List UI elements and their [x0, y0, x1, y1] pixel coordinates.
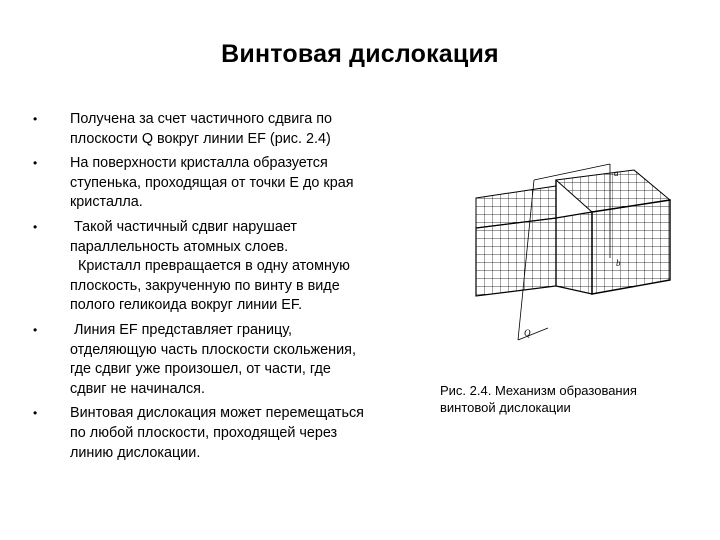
bullet-item: • Такой частичный сдвиг нарушает паралле…: [28, 218, 408, 316]
bullet-line: где сдвиг уже произошел, от части, где: [70, 361, 331, 378]
bullet-list: • Получена за счет частичного сдвига по …: [28, 110, 408, 468]
bullet-line: плоскость, закрученную по винту в виде: [70, 277, 340, 294]
caption-line: Рис. 2.4. Механизм образования: [440, 383, 637, 398]
bullet-line: кристалла.: [70, 194, 143, 211]
bullet-line: по любой плоскости, проходящей через: [70, 424, 338, 441]
bullet-item: • Получена за счет частичного сдвига по …: [28, 110, 408, 149]
bullet-line: Линия EF представляет границу,: [70, 321, 293, 338]
bullet-icon: •: [33, 156, 38, 171]
bullet-item: • Винтовая дислокация может перемещаться…: [28, 404, 408, 463]
crystal-left-front: [475, 217, 557, 297]
bullet-line: сдвиг не начинался.: [70, 380, 205, 397]
bullet-line: полого геликоида вокруг линии EF.: [70, 297, 303, 314]
label-b: b: [616, 258, 621, 268]
slide-title: Винтовая дислокация: [221, 40, 499, 68]
label-a: a: [614, 168, 619, 178]
bullet-line: параллельность атомных слоев.: [70, 238, 289, 255]
label-q: Q: [524, 328, 531, 338]
bullet-line: плоскости Q вокруг линии EF (рис. 2.4): [70, 130, 331, 147]
bullet-icon: •: [33, 406, 38, 421]
screw-dislocation-figure: a b Q: [475, 163, 672, 341]
bullet-icon: •: [33, 112, 38, 126]
bullet-line: ступенька, проходящая от точки Е до края: [70, 174, 354, 191]
caption-line: винтовой дислокации: [440, 400, 571, 415]
bullet-icon: •: [33, 219, 38, 234]
bullet-icon: •: [33, 322, 38, 337]
bullet-line: На поверхности кристалла образуется: [70, 155, 328, 172]
bullet-line: Винтовая дислокация может перемещаться: [70, 405, 364, 422]
crystal-right-front: [555, 199, 671, 295]
bullet-item: • Линия EF представляет границу, отделяю…: [28, 321, 408, 399]
bullet-line: Такой частичный сдвиг нарушает: [70, 218, 297, 235]
bullet-item: • На поверхности кристалла образуется ст…: [28, 154, 408, 213]
bullet-line: отделяющую часть плоскости скольжения,: [70, 341, 356, 358]
bullet-line: Кристалл превращается в одну атомную: [70, 258, 350, 275]
bullet-line: линию дислокации.: [70, 444, 201, 461]
figure-caption: Рис. 2.4. Механизм образования винтовой …: [440, 382, 710, 416]
bullet-line: Получена за счет частичного сдвига по: [70, 111, 333, 127]
